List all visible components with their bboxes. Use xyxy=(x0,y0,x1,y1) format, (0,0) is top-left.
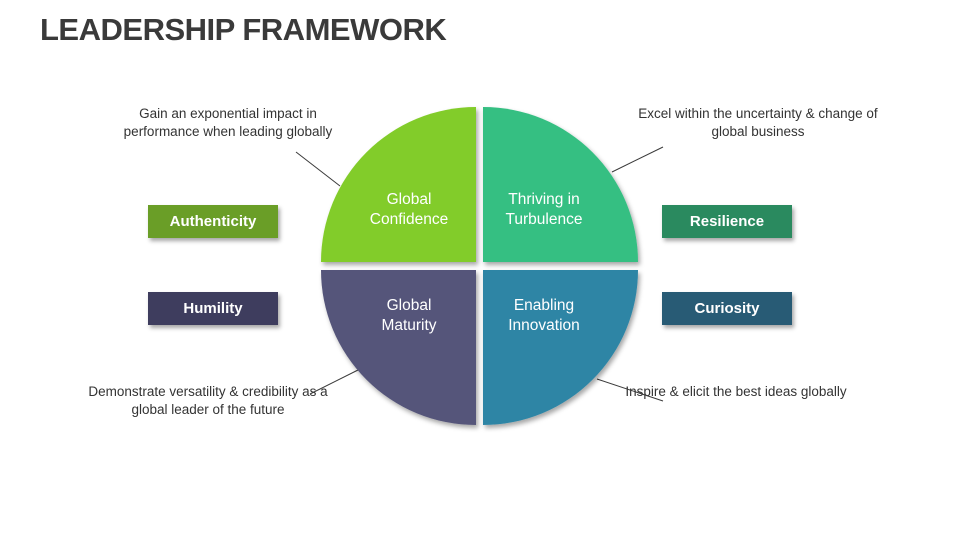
tag-humility: Humility xyxy=(148,292,278,325)
quadrant-enabling-innovation xyxy=(483,270,638,425)
note-bottom-left: Demonstrate versatility & credibility as… xyxy=(88,384,328,417)
tag-resilience: Resilience xyxy=(662,205,792,238)
quadrant-label-line: Maturity xyxy=(381,317,436,334)
quadrant-label-line: Global xyxy=(387,297,432,314)
quadrant-label-line: Thriving in xyxy=(508,191,580,208)
quadrant-label-line: Enabling xyxy=(514,297,574,314)
quadrant-label-line: Turbulence xyxy=(506,211,583,228)
quadrant-global-confidence xyxy=(321,107,476,262)
note-top-right: Excel within the uncertainty & change of… xyxy=(638,106,878,139)
quadrant-global-maturity xyxy=(321,270,476,425)
connector-bottom-right xyxy=(596,378,664,402)
connector-top-left xyxy=(295,151,341,187)
quadrant-thriving-in-turbulence xyxy=(483,107,638,262)
quadrant-label-line: Innovation xyxy=(508,317,580,334)
quadrant-label-line: Global xyxy=(387,191,432,208)
connector-bottom-left xyxy=(309,369,359,395)
tag-authenticity: Authenticity xyxy=(148,205,278,238)
note-top-left: Gain an exponential impact in performanc… xyxy=(123,106,333,139)
quadrant-label-line: Confidence xyxy=(370,211,448,228)
connector-top-right xyxy=(611,146,664,173)
tag-curiosity: Curiosity xyxy=(662,292,792,325)
note-bottom-right: Inspire & elicit the best ideas globally xyxy=(625,384,847,399)
page-title: LEADERSHIP FRAMEWORK xyxy=(40,12,447,47)
